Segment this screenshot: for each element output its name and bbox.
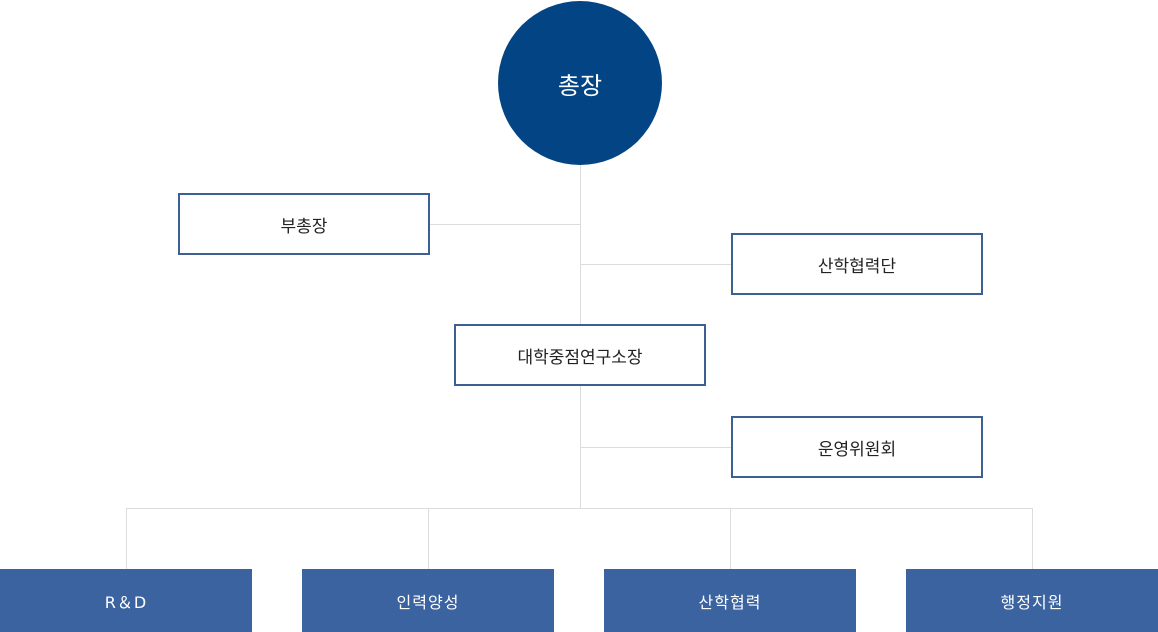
institute-director-label: 대학중점연구소장 <box>517 347 643 368</box>
connector-steering-committee <box>580 447 732 448</box>
unit-industry-cooperation: 산학협력 <box>604 569 856 632</box>
connector-unit-1 <box>126 508 127 569</box>
unit-workforce: 인력양성 <box>302 569 554 632</box>
unit-rnd: R＆D <box>0 569 252 632</box>
industry-foundation-node: 산학협력단 <box>731 233 983 295</box>
connector-units-bar <box>126 508 1033 509</box>
unit-industry-cooperation-label: 산학협력 <box>698 592 762 612</box>
unit-rnd-label: R＆D <box>104 592 148 612</box>
connector-unit-3 <box>730 508 731 569</box>
industry-foundation-label: 산학협력단 <box>817 256 897 277</box>
steering-committee-node: 운영위원회 <box>731 416 983 478</box>
connector-industry-foundation <box>580 264 732 265</box>
president-node: 총장 <box>498 1 662 165</box>
steering-committee-label: 운영위원회 <box>817 439 897 460</box>
institute-director-node: 대학중점연구소장 <box>454 324 706 386</box>
vice-president-label: 부총장 <box>280 216 328 237</box>
vice-president-node: 부총장 <box>178 193 430 255</box>
unit-admin-support-label: 행정지원 <box>1000 592 1064 612</box>
connector-unit-4 <box>1032 508 1033 569</box>
connector-unit-2 <box>428 508 429 569</box>
connector-vice-president <box>430 224 581 225</box>
president-label: 총장 <box>557 71 603 100</box>
unit-workforce-label: 인력양성 <box>396 592 460 612</box>
unit-admin-support: 행정지원 <box>906 569 1158 632</box>
